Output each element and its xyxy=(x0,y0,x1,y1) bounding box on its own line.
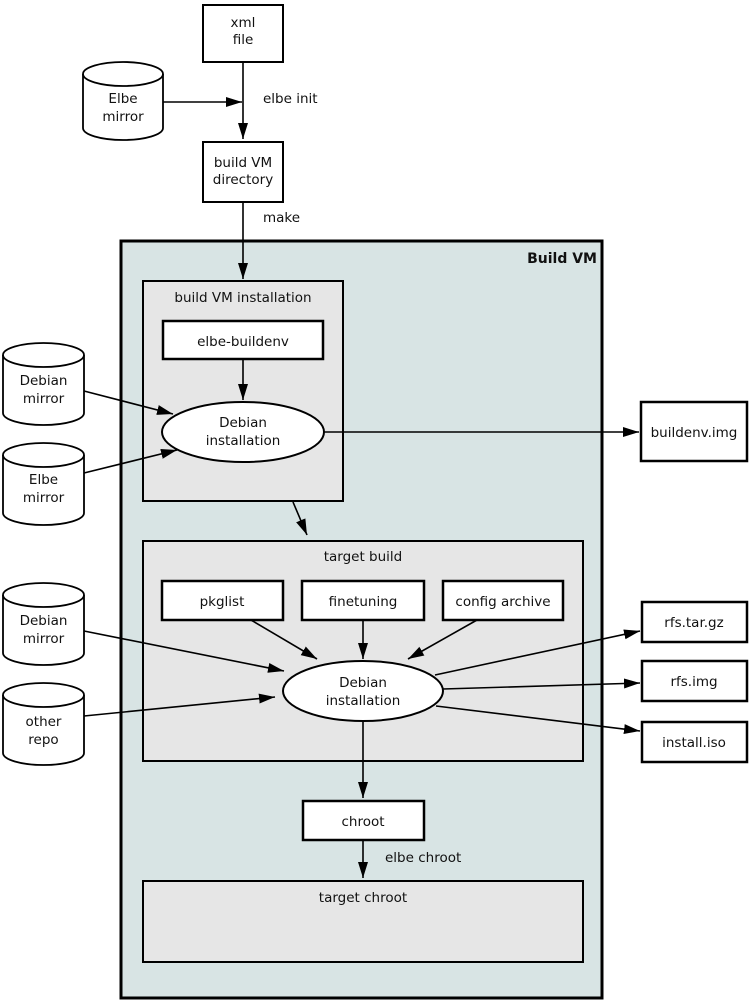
other-repo-cylinder-icon: other repo xyxy=(2,682,85,766)
build-vm-directory-label-2: directory xyxy=(213,172,273,188)
buildenv-img-node xyxy=(639,400,749,463)
buildenv-img-label: buildenv.img xyxy=(651,425,738,441)
debian-mirror-build-label-2: mirror xyxy=(23,391,65,407)
edge-debian-mirror-to-target-installation xyxy=(83,630,285,673)
target-chroot-title: target chroot xyxy=(319,890,407,906)
elbe-mirror-build-label-1: Elbe xyxy=(29,472,58,488)
debian-mirror-target-cylinder-icon: Debian mirror xyxy=(2,582,85,666)
target-chroot-panel xyxy=(142,880,584,963)
debian-mirror-target-label-1: Debian xyxy=(20,613,68,629)
edge-installation-to-install-iso xyxy=(435,705,641,735)
elbe-mirror-top-cylinder-icon: Elbe mirror xyxy=(82,61,164,141)
elbe-mirror-top-label-2: mirror xyxy=(102,109,144,125)
rfs-tar-gz-node xyxy=(640,600,749,644)
debian-mirror-target-label-2: mirror xyxy=(23,631,65,647)
edge-elbe-mirror-to-build-installation xyxy=(83,448,178,474)
elbe-mirror-build-cylinder-icon: Elbe mirror xyxy=(2,442,85,526)
edge-debian-mirror-to-build-installation xyxy=(83,390,174,415)
build-vm-directory-label-1: build VM xyxy=(214,155,272,171)
elbe-mirror-build-label-2: mirror xyxy=(23,490,65,506)
elbe-init-edge-label: elbe init xyxy=(263,91,318,107)
pkglist-label: pkglist xyxy=(200,594,245,610)
build-vm-directory-node xyxy=(202,141,284,203)
make-edge-label: make xyxy=(263,210,300,226)
rfs-img-label: rfs.img xyxy=(670,674,717,690)
finetuning-node xyxy=(300,579,426,622)
rfs-img-node xyxy=(640,659,749,703)
debian-installation-build-node xyxy=(161,401,325,463)
pkglist-node xyxy=(160,579,285,622)
debian-installation-build-label-2: installation xyxy=(206,433,281,449)
config-archive-label: config archive xyxy=(455,594,550,610)
debian-installation-target-label-2: installation xyxy=(326,693,401,709)
finetuning-label: finetuning xyxy=(329,594,398,610)
elbe-buildenv-label: elbe-buildenv xyxy=(197,334,289,350)
xml-file-label-1: xml xyxy=(231,15,256,31)
config-archive-node xyxy=(441,579,565,622)
install-iso-node xyxy=(640,720,749,764)
debian-installation-target-label-1: Debian xyxy=(339,675,387,691)
elbe-mirror-top-label-1: Elbe xyxy=(108,91,137,107)
xml-file-label-2: file xyxy=(233,32,254,48)
debian-installation-target-node xyxy=(282,660,444,722)
build-vm-title: Build VM xyxy=(527,251,597,267)
edge-installation-to-rfs-tar-gz xyxy=(434,629,641,676)
other-repo-label-2: repo xyxy=(28,732,58,748)
edge-other-repo-to-target-installation xyxy=(83,693,276,717)
rfs-tar-gz-label: rfs.tar.gz xyxy=(664,615,723,631)
install-iso-label: install.iso xyxy=(662,735,726,751)
edge-pkglist-to-installation xyxy=(250,619,318,660)
target-build-title: target build xyxy=(324,549,403,565)
edge-build-vm-installation-to-target-build xyxy=(292,501,308,536)
debian-mirror-build-cylinder-icon: Debian mirror xyxy=(2,342,85,426)
edge-config-archive-to-installation xyxy=(407,619,478,660)
debian-mirror-build-label-1: Debian xyxy=(20,373,68,389)
build-vm-installation-title: build VM installation xyxy=(174,290,311,306)
other-repo-label-1: other xyxy=(26,714,62,730)
chroot-label: chroot xyxy=(341,814,384,830)
debian-installation-build-label-1: Debian xyxy=(219,415,267,431)
edge-installation-to-rfs-img xyxy=(442,678,641,690)
elbe-chroot-edge-label: elbe chroot xyxy=(385,850,461,866)
